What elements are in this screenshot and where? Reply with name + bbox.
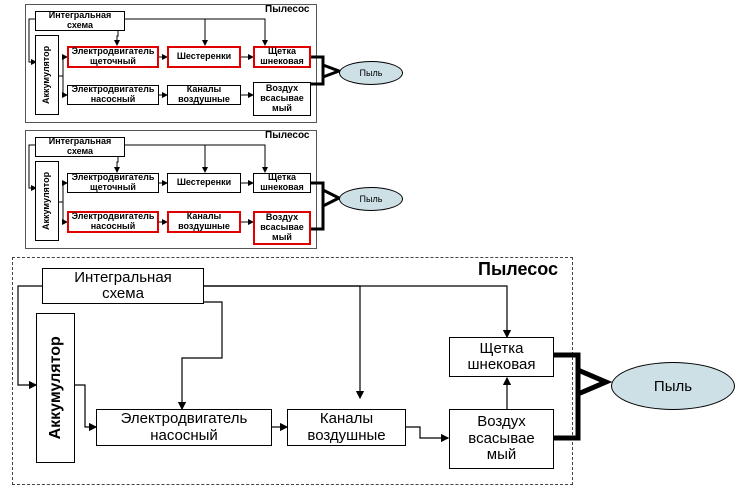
diagram-1-motor-pump: Электродвигатель насосный <box>67 84 159 105</box>
diagram-1-air-channels: Каналы воздушные <box>167 84 241 105</box>
diagram-3-battery: Аккумулятор <box>36 313 75 463</box>
diagram-1-integral-circuit: Интегральная схема <box>35 10 125 31</box>
diagram-1-motor-brush: Электродвигатель щеточный <box>67 46 159 68</box>
diagram-2-gears: Шестеренки <box>167 173 241 193</box>
diagram-2-frame <box>25 130 317 249</box>
diagram-1-dust-ellipse: Пыль <box>339 61 403 85</box>
diagram-1-battery: Аккумулятор <box>35 35 59 115</box>
diagram-3-brush: Щетка шнековая <box>449 337 554 377</box>
diagram-2-dust-ellipse: Пыль <box>339 187 403 211</box>
diagram-3-intake-air: Воздух всасывае мый <box>449 409 554 469</box>
diagram-1-intake-air: Воздух всасывае мый <box>253 82 311 116</box>
diagram-2-motor-brush: Электродвигатель щеточный <box>67 172 159 193</box>
diagram-1-brush: Щетка шнековая <box>253 46 311 68</box>
diagram-2-intake-air: Воздух всасывае мый <box>253 211 311 245</box>
diagram-2-battery: Аккумулятор <box>35 161 59 241</box>
diagram-3-frame <box>12 257 573 485</box>
diagram-2-title: Пылесос <box>265 130 310 141</box>
diagram-2-motor-pump: Электродвигатель насосный <box>67 211 159 233</box>
diagram-3-integral-circuit: Интегральная схема <box>42 268 204 304</box>
diagram-1-frame <box>25 4 317 123</box>
diagram-3-air-channels: Каналы воздушные <box>287 409 406 446</box>
diagram-1-gears: Шестеренки <box>167 46 241 68</box>
diagram-2-air-channels: Каналы воздушные <box>167 211 241 233</box>
diagram-3-dust-ellipse: Пыль <box>611 362 735 410</box>
diagram-3-motor-pump: Электродвигатель насосный <box>96 409 272 446</box>
diagram-2-integral-circuit: Интегральная схема <box>35 136 125 157</box>
diagram-3-title: Пылесос <box>478 259 559 279</box>
diagram-1-title: Пылесос <box>265 4 310 15</box>
diagram-2-brush: Щетка шнековая <box>253 172 311 193</box>
